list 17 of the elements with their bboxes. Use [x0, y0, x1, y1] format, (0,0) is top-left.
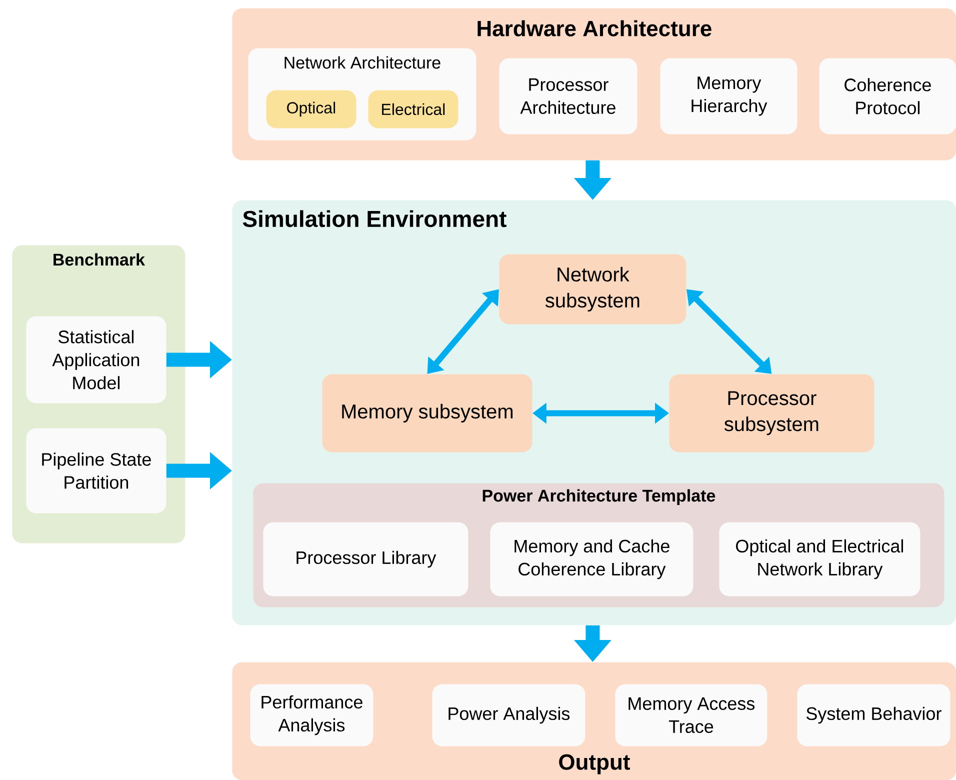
tag-box: Optical: [266, 90, 356, 128]
input-box: Statistical Application Model: [26, 316, 166, 404]
library-box: Memory and Cache Coherence Library: [490, 522, 694, 596]
library-box: Processor Library: [263, 522, 468, 596]
result-box: System Behavior: [797, 684, 950, 746]
component-box: Processor Architecture: [499, 58, 638, 134]
subsystem-box: Network subsystem: [499, 254, 686, 324]
component-box: Memory Hierarchy: [660, 58, 798, 134]
subsystem-box: Memory subsystem: [322, 374, 532, 452]
library-box: Optical and Electrical Network Library: [719, 522, 920, 596]
result-box: Memory Access Trace: [615, 684, 768, 746]
result-box: Performance Analysis: [250, 684, 374, 746]
tag-box: Electrical: [368, 90, 458, 128]
result-box: Power Analysis: [432, 684, 586, 746]
subsystem-box: Processor subsystem: [669, 374, 874, 452]
component-box: Coherence Protocol: [819, 58, 956, 134]
input-box: Pipeline State Partition: [26, 428, 166, 514]
